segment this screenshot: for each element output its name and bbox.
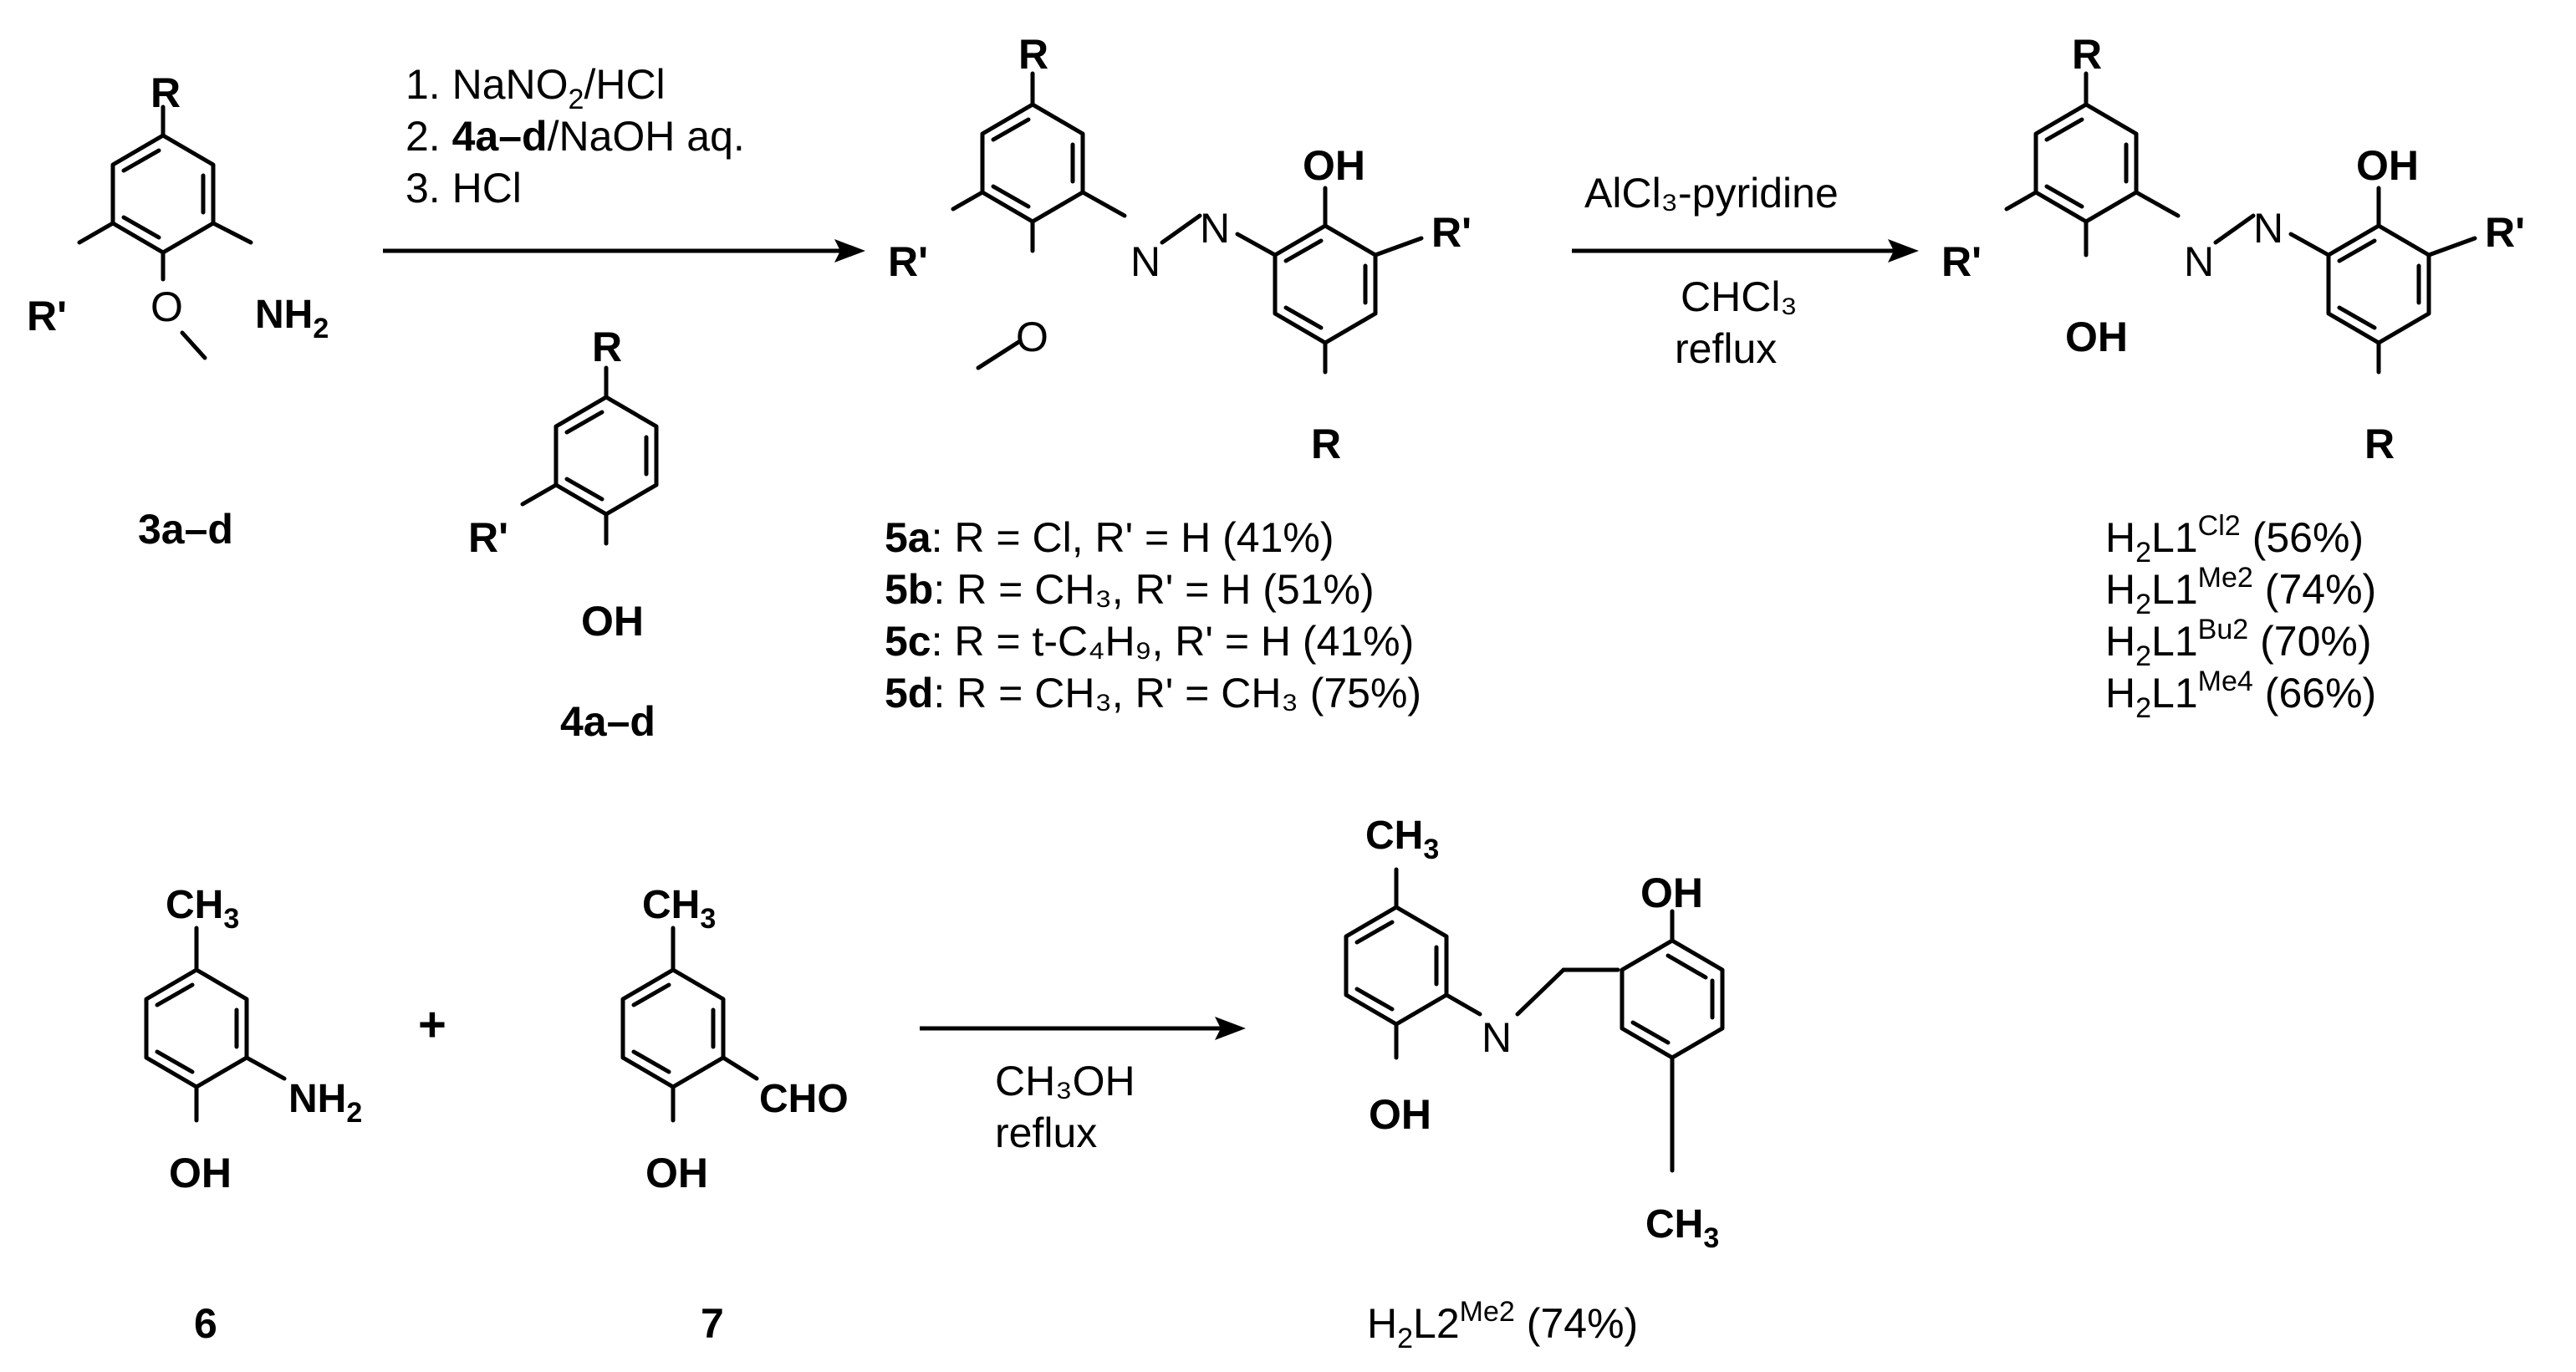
reaction-arrow-2-head — [1888, 239, 1919, 263]
compound-4-label: 4a–d — [560, 698, 655, 745]
step3-reflux-text: reflux — [995, 1109, 1097, 1156]
sub-r-prime-label: R' — [468, 514, 508, 561]
sub-r-label: R — [1018, 31, 1048, 78]
plus-sign: + — [418, 997, 446, 1052]
reaction-arrow-1-head — [834, 239, 865, 263]
sub-r-prime-label: R' — [888, 238, 928, 285]
ligand-h2l1-me4: H2L1Me4(66%) — [2105, 666, 2376, 724]
methyl-group-label: CH3 — [1365, 814, 1439, 865]
compound-3-label: 3a–d — [138, 506, 233, 553]
ligand-h2l2-me2: H2L2Me2(74%) — [1367, 1296, 1638, 1354]
amino-group-label: NH2 — [255, 293, 329, 344]
azo-nitrogen-label: N — [2253, 205, 2283, 252]
ligands-1-list: H2L1Cl2(56%) H2L1Me2(74%) H2L1Bu2(70%) H… — [2105, 510, 2376, 724]
azo-nitrogen-label: N — [1200, 205, 1230, 252]
hydroxyl-label: OH — [1303, 142, 1365, 189]
step3-solvent-text: CH₃OH — [995, 1058, 1135, 1104]
aldehyde-group-label: CHO — [759, 1077, 849, 1121]
sub-r-label: R — [2072, 31, 2102, 78]
methyl-group-label: CH3 — [166, 883, 239, 935]
product-5b-entry: 5b: R = CH₃, R' = H (51%) — [885, 566, 1375, 613]
product-5a-entry: 5a: R = Cl, R' = H (41%) — [885, 514, 1334, 561]
step2-solvent-text: CHCl₃ — [1681, 273, 1798, 320]
condition-3-text: 3. HCl — [406, 165, 522, 212]
sub-r-label: R — [1311, 421, 1341, 467]
sub-r-label: R — [2364, 421, 2395, 467]
compound-3-structure: R R' NH2 O — [27, 69, 329, 360]
ligand-h2l1-me2: H2L1Me2(74%) — [2105, 562, 2376, 620]
compound-4-structure: R R' OH — [468, 324, 659, 645]
compound-6-structure: CH3 NH2 OH — [144, 883, 362, 1196]
products-5-list: 5a: R = Cl, R' = H (41%) 5b: R = CH₃, R'… — [885, 514, 1421, 717]
ligand-1-structure: R R' OH N N OH R' R — [1941, 31, 2525, 467]
sub-r-prime-label: R' — [1941, 238, 1982, 285]
compound-5-structure: R R' O N N OH R' R — [888, 31, 1472, 467]
step2-reflux-text: reflux — [1675, 325, 1777, 372]
hydroxyl-label: OH — [581, 598, 644, 645]
compound-6-label: 6 — [194, 1300, 217, 1347]
hydroxyl-label: OH — [2356, 142, 2419, 189]
product-5c-entry: 5c: R = t-C₄H₉, R' = H (41%) — [885, 618, 1414, 665]
methoxy-oxygen-label: O — [150, 283, 183, 330]
imine-nitrogen-label: N — [1482, 1014, 1512, 1061]
sub-r-prime-label: R' — [2485, 209, 2525, 256]
step2-reagent-text: AlCl₃-pyridine — [1584, 170, 1839, 217]
methyl-group-label: CH3 — [642, 883, 716, 935]
condition-1-text: 1. NaNO — [406, 61, 569, 108]
product-5d-entry: 5d: R = CH₃, R' = CH₃ (75%) — [885, 670, 1421, 717]
compound-7-structure: CH3 CHO OH — [620, 883, 849, 1196]
azo-nitrogen-label: N — [1130, 238, 1160, 285]
hydroxyl-label: OH — [645, 1150, 708, 1196]
amino-group-label: NH2 — [288, 1077, 362, 1129]
svg-text:1. NaNO2/HCl: 1. NaNO2/HCl — [406, 61, 666, 115]
hydroxyl-label: OH — [1640, 870, 1703, 916]
methyl-group-label: CH3 — [1645, 1202, 1719, 1254]
reaction-arrow-3-head — [1215, 1017, 1246, 1040]
sub-r-prime-label: R' — [27, 293, 67, 339]
compound-7-label: 7 — [701, 1300, 724, 1347]
ligand-2-structure: CH3 OH N OH CH3 — [1344, 814, 1725, 1254]
hydroxyl-label: OH — [1369, 1091, 1431, 1138]
sub-r-prime-label: R' — [1431, 209, 1472, 256]
azo-nitrogen-label: N — [2184, 238, 2214, 285]
methoxy-oxygen-label: O — [1016, 314, 1048, 360]
sub-r-label: R — [150, 69, 181, 116]
ligand-h2l1-bu2: H2L1Bu2(70%) — [2105, 614, 2372, 672]
hydroxyl-label: OH — [2065, 314, 2128, 360]
step1-conditions: 1. NaNO2/HCl 2. 4a–d/NaOH aq. 3. HCl — [406, 61, 745, 212]
hydroxyl-label: OH — [169, 1150, 232, 1196]
condition-2-text: 2. 4a–d/NaOH aq. — [406, 113, 745, 160]
ligand-h2l1-cl2: H2L1Cl2(56%) — [2105, 510, 2364, 569]
sub-r-label: R — [592, 324, 622, 370]
